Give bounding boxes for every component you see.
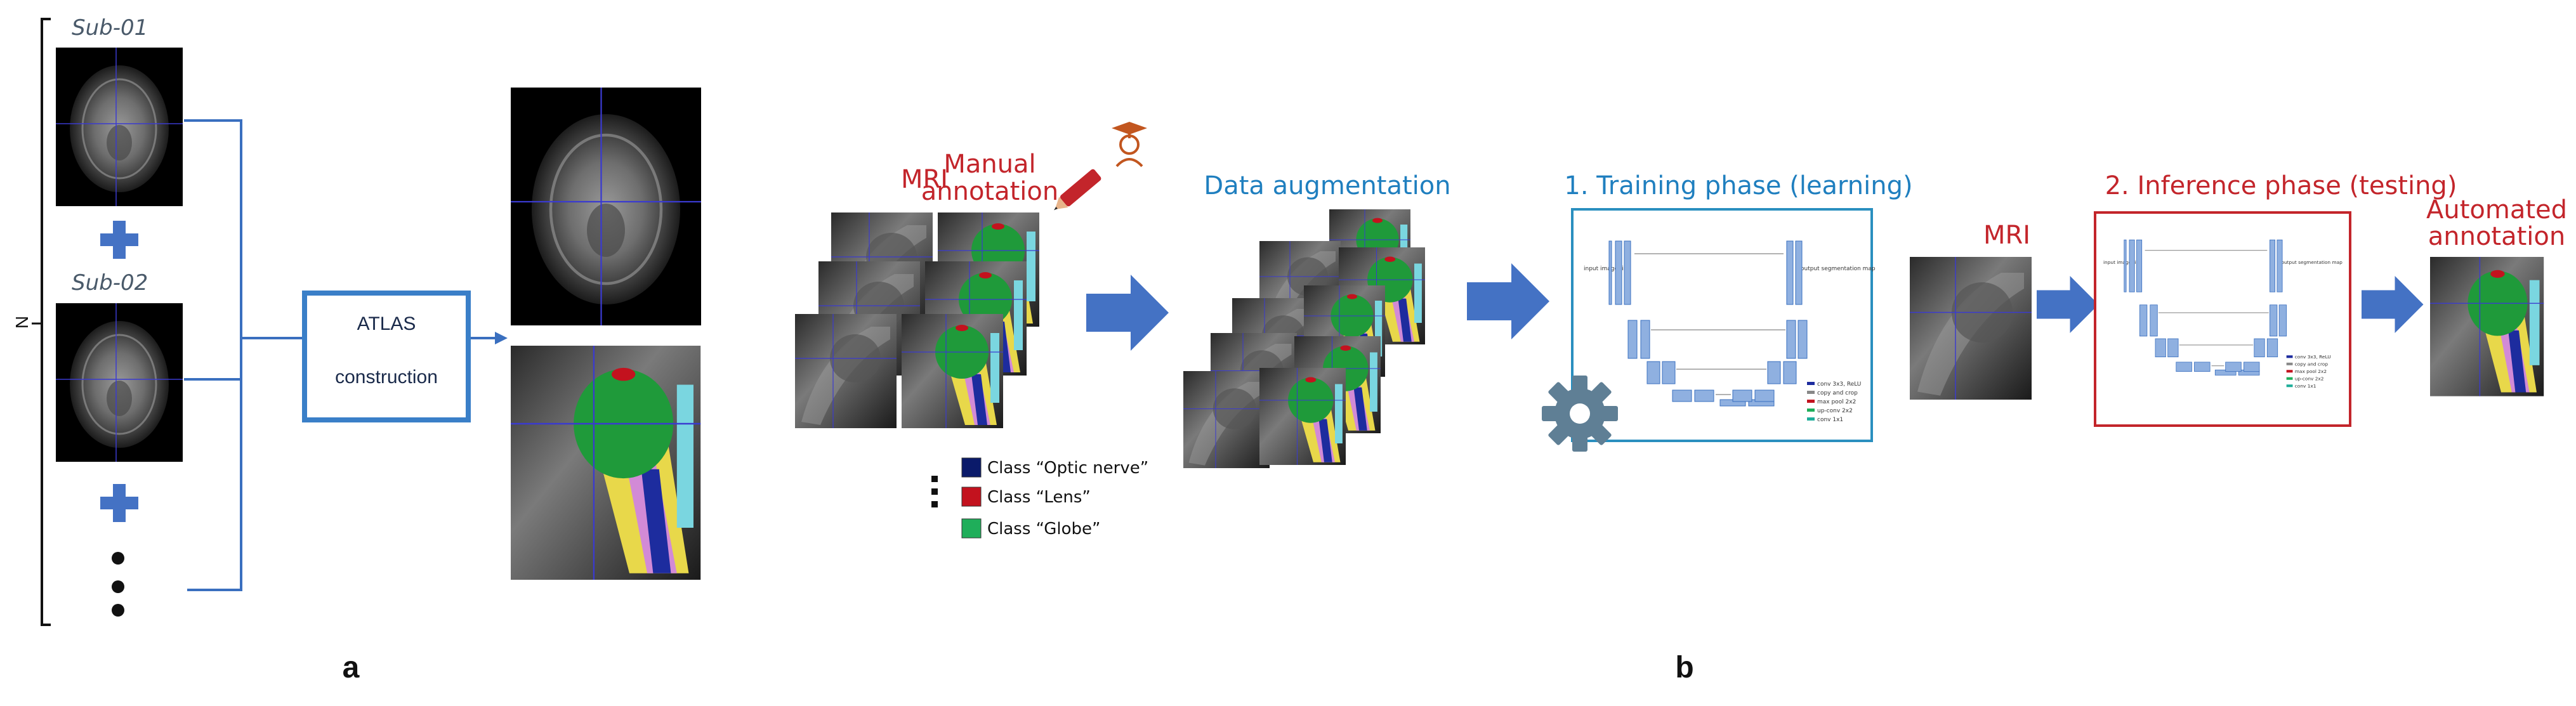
subject-1-label: Sub-01 — [72, 15, 148, 41]
unet-legend-item: copy and crop — [1817, 390, 1858, 396]
plus-icon — [100, 484, 138, 522]
panel-a: N Sub-01 Sub-02 — [12, 15, 701, 684]
unet-diagram-inference: input image tile output segmentation map — [2103, 239, 2343, 389]
flow-arrow — [1086, 275, 1169, 351]
ellipsis-icon — [931, 476, 938, 507]
unet-legend: conv 3x3, ReLU copy and crop max pool 2x… — [1807, 381, 1861, 423]
unet-legend-item: max pool 2x2 — [2295, 369, 2327, 374]
inference-phase-label: 2. Inference phase (testing) — [2105, 171, 2457, 200]
legend-swatch-globe — [961, 518, 982, 539]
unet-legend-item: conv 3x3, ReLU — [1817, 381, 1861, 388]
connector-arrowhead — [495, 332, 508, 344]
unet-legend-item: conv 1x1 — [2295, 383, 2316, 389]
unet-legend-item: up-conv 2x2 — [2295, 376, 2324, 382]
annotator-icon — [1112, 122, 1147, 167]
unet-input-label: input image tile — [2103, 259, 2141, 265]
automated-annotation-output — [2429, 256, 2544, 397]
atlas-brain-mri — [511, 88, 701, 325]
atlas-orbit-segmentation — [509, 344, 702, 581]
unet-output-label: output segmentation map — [2281, 259, 2343, 265]
legend-swatch-optic-nerve — [961, 457, 982, 478]
mri-label: MRI — [901, 165, 948, 194]
data-augmentation-label: Data augmentation — [1204, 171, 1450, 200]
n-bracket — [41, 18, 51, 626]
panel-b-letter: b — [1675, 651, 1693, 684]
unet-legend-item: conv 3x3, ReLU — [2295, 354, 2331, 360]
panel-a-letter: a — [343, 651, 360, 684]
augmented-image-stack — [1183, 209, 1426, 469]
unet-input-label: input image tile — [1584, 266, 1629, 272]
gear-icon — [1542, 376, 1618, 452]
class-legend: Class “Optic nerve” Class “Lens” Class “… — [931, 457, 1148, 539]
plus-icon — [100, 221, 138, 259]
unet-output-label: output segmentation map — [1801, 266, 1876, 272]
legend-label-optic-nerve: Class “Optic nerve” — [987, 459, 1148, 478]
manual-annotation-line2: annotation — [921, 177, 1059, 206]
manual-annotation-line1: Manual — [943, 150, 1035, 179]
subject-1-mri — [55, 46, 184, 207]
training-image-stack — [794, 212, 1040, 429]
subject-2-mri — [55, 302, 184, 463]
automated-annotation-line2: annotation — [2428, 222, 2566, 251]
panel-b: MRI Manual annotation — [794, 122, 2567, 684]
atlas-box-line2: construction — [335, 367, 438, 388]
legend-label-lens: Class “Lens” — [987, 488, 1091, 507]
unet-legend-item: up-conv 2x2 — [1817, 408, 1853, 414]
automated-annotation-line1: Automated — [2426, 195, 2567, 225]
unet-legend-item: conv 1x1 — [1817, 417, 1843, 423]
mri-label-inference: MRI — [1983, 221, 2030, 250]
flow-arrow — [1467, 263, 1549, 339]
connector-lines — [184, 119, 495, 591]
ellipsis-icon — [112, 552, 124, 617]
atlas-box-line1: ATLAS — [357, 313, 416, 334]
legend-label-globe: Class “Globe” — [987, 520, 1100, 539]
unet-legend-item: max pool 2x2 — [1817, 399, 1856, 405]
atlas-construction-box — [302, 291, 471, 422]
n-label: N — [12, 316, 32, 329]
training-phase-label: 1. Training phase (learning) — [1564, 171, 1912, 200]
flow-arrow — [2362, 276, 2424, 333]
legend-swatch-lens — [961, 487, 982, 507]
subject-2-label: Sub-02 — [72, 270, 148, 296]
inference-input-mri — [1909, 256, 2032, 400]
flow-arrow — [2037, 276, 2099, 333]
unet-legend: conv 3x3, ReLU copy and crop max pool 2x… — [2286, 354, 2331, 389]
unet-legend-item: copy and crop — [2295, 362, 2329, 367]
unet-diagram-training: input image tile output segmentation map — [1584, 240, 1876, 423]
pen-icon — [1054, 169, 1101, 211]
